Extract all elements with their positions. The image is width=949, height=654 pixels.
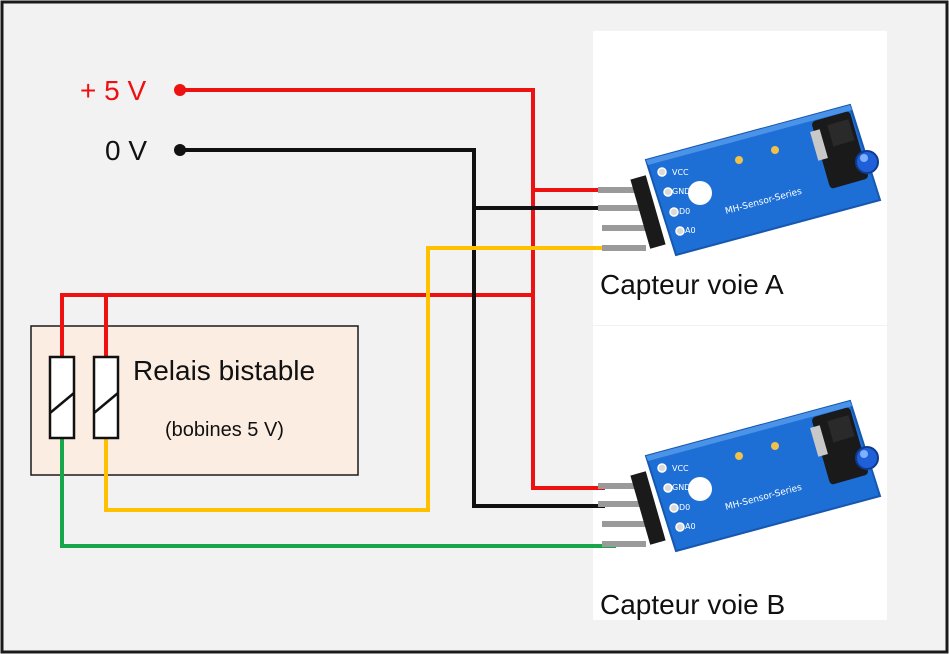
wire-plus-5v [60, 88, 605, 490]
zero-v-terminal [174, 144, 186, 156]
sensor-a-pin-gnd: GND [672, 187, 690, 196]
relay-subtitle: (bobines 5 V) [165, 419, 284, 441]
sensor-b-caption: Capteur voie B [600, 589, 785, 620]
sensor-b-pin-d0: D0 [679, 503, 690, 512]
sensor-b-pin-a0: A0 [685, 522, 696, 531]
relay-coil-2 [92, 355, 120, 440]
sensor-a-pin-a0: A0 [685, 226, 696, 235]
wire-zero-v [180, 148, 605, 508]
plus-5v-label: + 5 V [80, 75, 146, 106]
sensor-a-module: VCC GND D0 A0 MH-Sensor-Series [597, 104, 881, 256]
sensor-b-module: VCC GND D0 A0 MH-Sensor-Series [597, 400, 881, 552]
sensor-a-pin-d0: D0 [679, 207, 690, 216]
relay-title: Relais bistable [133, 355, 315, 386]
sensor-a-caption: Capteur voie A [600, 269, 784, 300]
sensor-b-pin-gnd: GND [672, 483, 690, 492]
relay-box [30, 325, 359, 476]
relay-coil-1 [48, 355, 76, 440]
plus-5v-terminal [174, 84, 186, 96]
sensor-a-pin-vcc: VCC [672, 168, 689, 177]
wire-green [60, 438, 616, 548]
zero-v-label: 0 V [105, 135, 147, 166]
wire-yellow [104, 246, 605, 512]
sensor-b-pin-vcc: VCC [672, 464, 689, 473]
